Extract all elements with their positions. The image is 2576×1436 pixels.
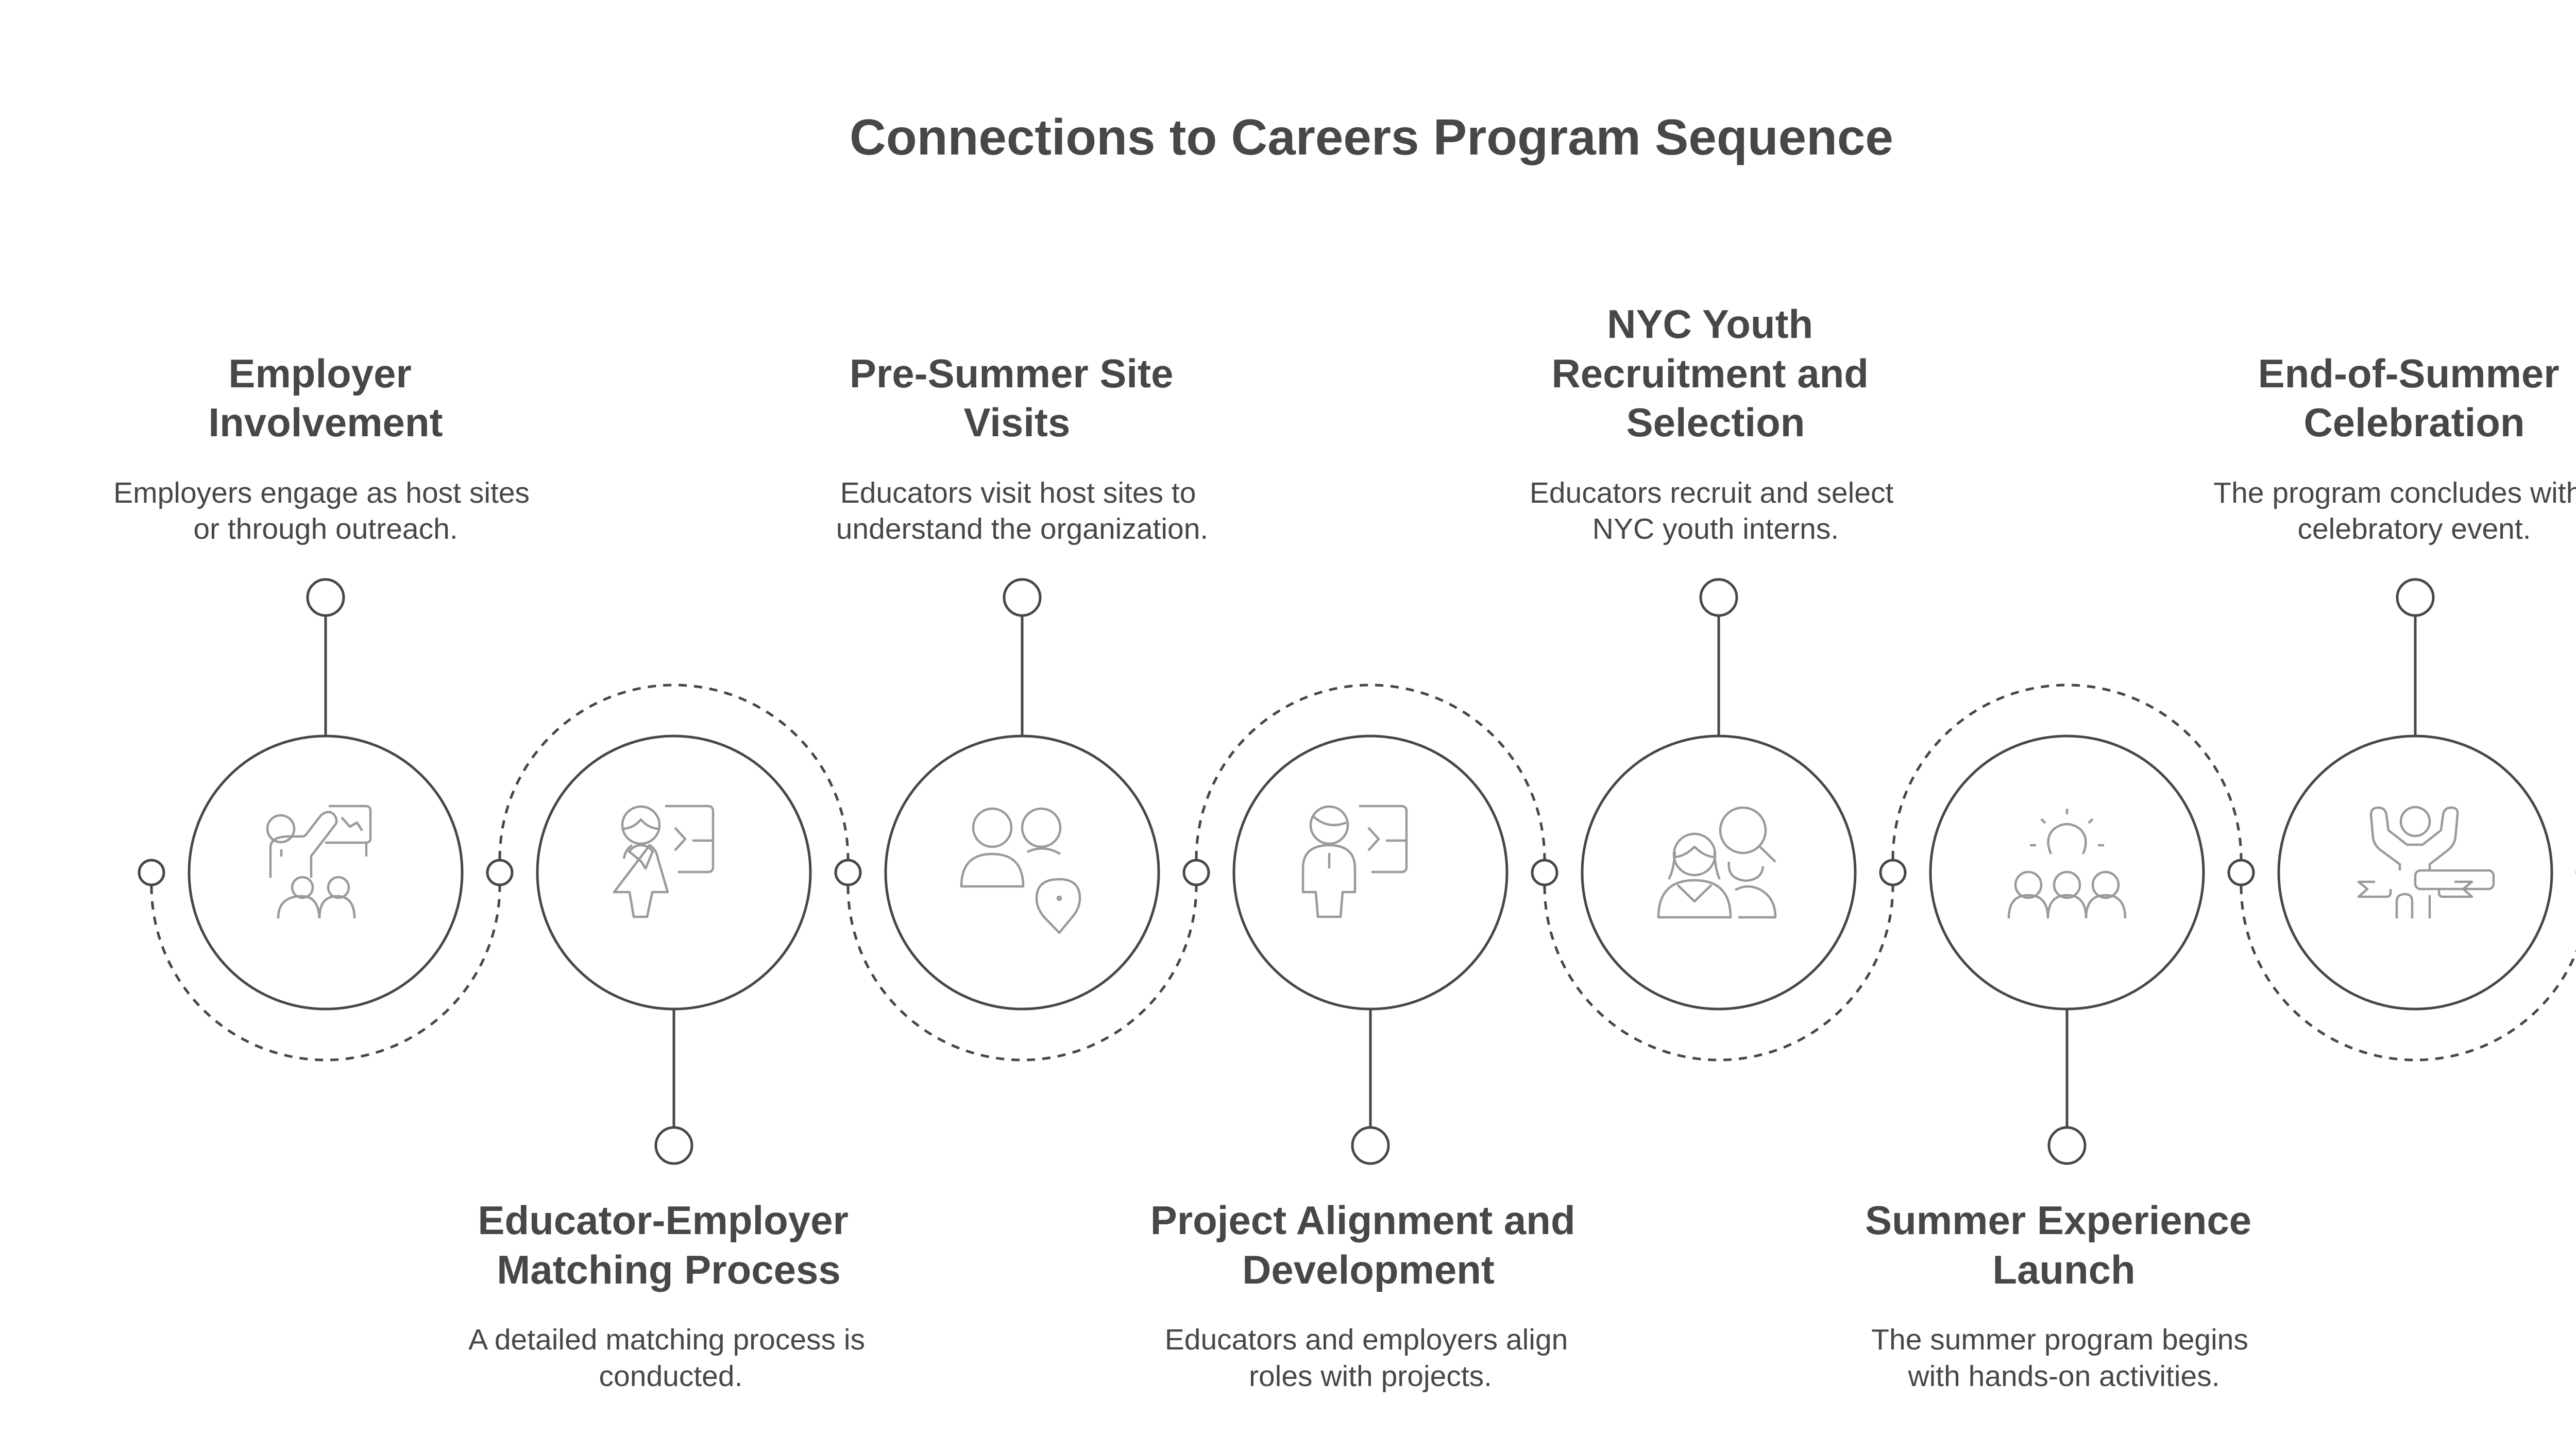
connector-node-0 <box>138 859 165 886</box>
female-presenter-terminal-icon <box>613 805 715 918</box>
step-heading: Pre-Summer Site Visits <box>850 351 1184 445</box>
connector-node-3 <box>1182 859 1210 886</box>
connector-node-1 <box>486 859 514 886</box>
connector-node-2 <box>834 859 862 886</box>
end-node-step-6 <box>2047 1126 2087 1165</box>
end-node-step-7 <box>2396 578 2435 617</box>
step-description: Educators and employers align roles with… <box>1165 1323 1576 1393</box>
step-end-of-summer-celebration: End-of-Summer Celebration The program co… <box>2213 351 2576 1011</box>
step-heading: Summer Experience Launch <box>1865 1198 2263 1292</box>
step-heading: End-of-Summer Celebration <box>2258 351 2571 445</box>
step-pre-summer-site-visits: Pre-Summer Site Visits Educators visit h… <box>836 351 1209 1011</box>
end-node-step-1 <box>306 578 345 617</box>
connector-nodes <box>138 859 2576 886</box>
step-heading: Project Alignment and Development <box>1150 1198 1587 1292</box>
presenter-audience-icon <box>266 805 372 919</box>
step-circle <box>1232 734 1509 1011</box>
recruitment-search-icon <box>1657 806 1777 919</box>
celebration-ribbon-icon <box>2357 806 2495 918</box>
step-educator-employer-matching: Educator-Employer Matching Process A det… <box>468 734 873 1393</box>
stems <box>324 616 2417 1127</box>
step-employer-involvement: Employer Involvement Employers engage as… <box>113 351 538 1011</box>
connector-node-4 <box>1531 859 1558 886</box>
step-summer-experience-launch: Summer Experience Launch The summer prog… <box>1865 734 2263 1393</box>
end-node-step-3 <box>1003 578 1042 617</box>
step-heading: Employer Involvement <box>208 351 443 445</box>
connector-node-6 <box>2227 859 2255 886</box>
group-sunrise-icon <box>2007 809 2127 919</box>
connector-node-5 <box>1879 859 1907 886</box>
diagram-title: Connections to Careers Program Sequence <box>850 109 1893 165</box>
male-presenter-terminal-icon <box>1301 805 1408 918</box>
end-node-step-2 <box>654 1126 693 1165</box>
step-description: Educators recruit and select NYC youth i… <box>1530 476 1902 545</box>
end-node-step-5 <box>1699 578 1738 617</box>
step-circle <box>536 734 812 1011</box>
end-node-step-4 <box>1351 1126 1390 1165</box>
step-heading: NYC Youth Recruitment and Selection <box>1551 301 1879 445</box>
step-circle <box>1581 734 1857 1011</box>
step-circle <box>188 734 464 1011</box>
step-description: The summer program begins with hands-on … <box>1871 1323 2257 1393</box>
step-heading: Educator-Employer Matching Process <box>478 1198 859 1292</box>
step-description: The program concludes with a celebratory… <box>2213 476 2576 545</box>
step-nyc-youth-recruitment: NYC Youth Recruitment and Selection Educ… <box>1530 301 1902 1011</box>
stem-end-nodes <box>306 578 2435 1165</box>
people-location-pin-icon <box>960 807 1081 934</box>
step-description: Educators visit host sites to understand… <box>836 476 1209 545</box>
step-project-alignment: Project Alignment and Development Educat… <box>1150 734 1587 1393</box>
step-description: Employers engage as host sites or throug… <box>113 476 538 545</box>
step-description: A detailed matching process is conducted… <box>468 1323 873 1393</box>
